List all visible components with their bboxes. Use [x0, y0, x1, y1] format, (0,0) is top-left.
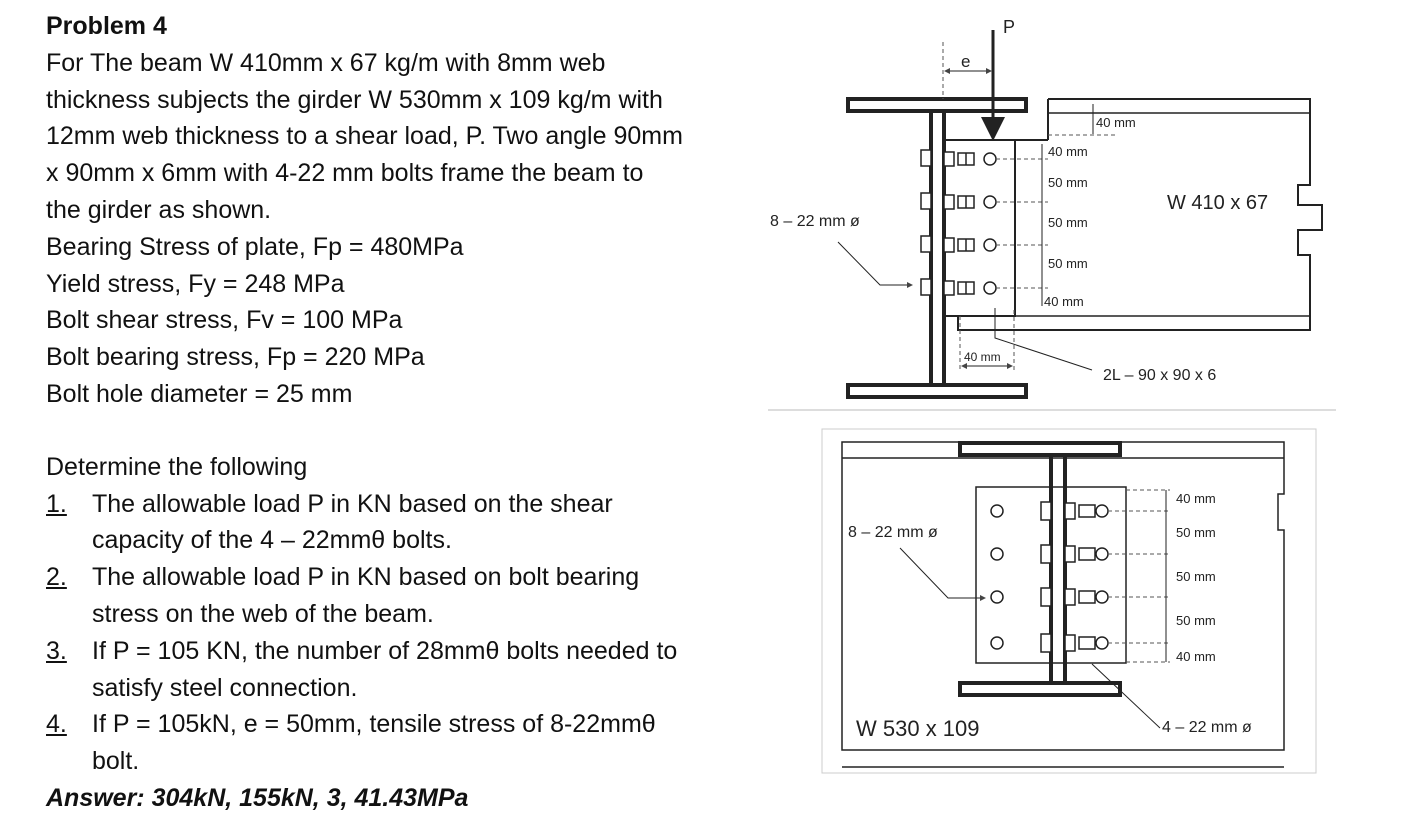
load-label: P	[1003, 17, 1015, 37]
question-number: 1.	[46, 489, 67, 518]
question-text: bolt.	[92, 747, 140, 776]
dim-label: 50 mm	[1176, 525, 1216, 540]
property-line: Bolt hole diameter = 25 mm	[46, 379, 353, 408]
statement-line: thickness subjects the girder W 530mm x …	[46, 85, 663, 114]
dim-label: 40 mm	[964, 350, 1001, 364]
question-item: 4. If P = 105kN, e = 50mm, tensile stres…	[46, 706, 766, 743]
question-text: The allowable load P in KN based on the …	[92, 489, 613, 518]
girder-bottom-flange	[846, 383, 1028, 399]
question-text: stress on the web of the beam.	[92, 599, 434, 628]
top-figure-labels: P e 40 mm 40 mm 50 mm 50 mm 50 mm 40 mm …	[770, 17, 1268, 384]
girder-bolts	[920, 149, 975, 296]
bottom-figure-labels: 8 – 22 mm ø 40 mm 50 mm 50 mm 50 mm 40 m…	[848, 491, 1252, 741]
question-number: 3.	[46, 636, 67, 665]
dim-label: 50 mm	[1176, 569, 1216, 584]
problem-text: Problem 4 For The beam W 410mm x 67 kg/m…	[46, 8, 766, 817]
eccentricity-label: e	[961, 52, 970, 71]
question-item: 1. The allowable load P in KN based on t…	[46, 486, 766, 523]
bolt-label: 8 – 22 mm ø	[770, 213, 860, 230]
statement-line: the girder as shown.	[46, 195, 272, 224]
answer-line: Answer: 304kN, 155kN, 3, 41.43MPa	[46, 783, 469, 812]
property-line: Bearing Stress of plate, Fp = 480MPa	[46, 232, 464, 261]
girder-label: W 530 x 109	[856, 716, 980, 741]
question-text: If P = 105kN, e = 50mm, tensile stress o…	[92, 710, 656, 739]
property-line: Bolt shear stress, Fv = 100 MPa	[46, 306, 403, 335]
dim-label: 40 mm	[1044, 294, 1084, 309]
determine-heading: Determine the following	[46, 452, 308, 481]
angle-label: 2L – 90 x 90 x 6	[1103, 367, 1216, 384]
beam-label: W 410 x 67	[1167, 192, 1268, 214]
girder-top-flange	[846, 97, 1028, 113]
dim-label: 40 mm	[1096, 115, 1136, 130]
question-text: The allowable load P in KN based on bolt…	[92, 563, 640, 592]
question-text: If P = 105 KN, the number of 28mmθ bolts…	[92, 636, 678, 665]
question-text: satisfy steel connection.	[92, 673, 358, 702]
problem-title: Problem 4	[46, 12, 167, 40]
question-number: 2.	[46, 563, 67, 592]
beam-bottom-flange	[958, 681, 1122, 697]
dim-label: 50 mm	[1048, 215, 1088, 230]
beam-web-bolts	[1040, 501, 1109, 653]
property-line: Bolt bearing stress, Fp = 220 MPa	[46, 343, 425, 372]
question-item: 2. The allowable load P in KN based on b…	[46, 559, 766, 596]
question-number: 4.	[46, 710, 67, 739]
bottom-figure	[821, 428, 1317, 774]
beam-top-flange	[958, 441, 1122, 457]
dim-label: 50 mm	[1176, 613, 1216, 628]
dim-label: 40 mm	[1176, 649, 1216, 664]
dim-label: 40 mm	[1176, 491, 1216, 506]
statement-line: 12mm web thickness to a shear load, P. T…	[46, 122, 683, 151]
bolt-label-right: 4 – 22 mm ø	[1162, 719, 1252, 736]
dim-label: 50 mm	[1048, 256, 1088, 271]
question-item: 3. If P = 105 KN, the number of 28mmθ bo…	[46, 633, 766, 670]
top-figure	[837, 30, 1323, 399]
bolt-label: 8 – 22 mm ø	[848, 524, 938, 541]
dim-label: 40 mm	[1048, 144, 1088, 159]
statement-line: x 90mm x 6mm with 4-22 mm bolts frame th…	[46, 159, 644, 188]
statement-line: For The beam W 410mm x 67 kg/m with 8mm …	[46, 48, 606, 77]
angle-leg	[944, 139, 1016, 317]
dim-label: 50 mm	[1048, 175, 1088, 190]
property-line: Yield stress, Fy = 248 MPa	[46, 269, 345, 298]
question-text: capacity of the 4 – 22mmθ bolts.	[92, 526, 452, 555]
